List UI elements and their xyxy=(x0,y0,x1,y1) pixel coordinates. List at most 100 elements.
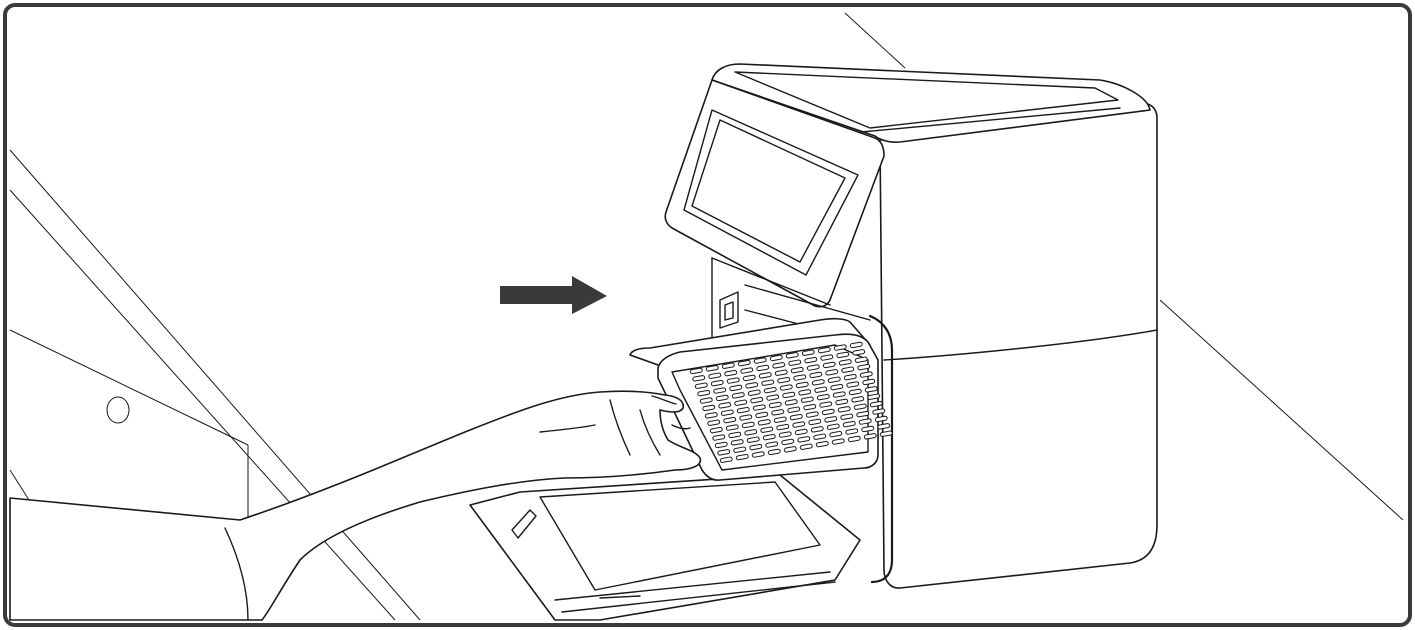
tray-slot xyxy=(762,433,776,441)
tray-slot xyxy=(702,404,716,412)
tray-slot xyxy=(817,346,831,354)
tray-slot xyxy=(848,388,862,396)
tray-slot xyxy=(836,351,850,359)
oven-door xyxy=(469,474,861,621)
tray-slot xyxy=(724,369,738,377)
tray-slot xyxy=(744,429,758,436)
tray-slot xyxy=(705,365,719,372)
tray-slot xyxy=(808,418,822,426)
tray-slot xyxy=(853,403,867,410)
tray-slot xyxy=(798,389,812,396)
tray-slot xyxy=(736,406,750,414)
tray-slot xyxy=(765,441,779,448)
tray-slot xyxy=(771,409,785,416)
tray-slot xyxy=(745,382,759,389)
tray-slot xyxy=(842,420,856,428)
tray-slot xyxy=(810,426,824,433)
tray-slot xyxy=(710,379,724,387)
tray-slot xyxy=(712,434,726,441)
tray-slot xyxy=(737,359,751,367)
tray-slot xyxy=(734,399,748,406)
tray-slot xyxy=(731,392,745,399)
tray-slot xyxy=(758,372,772,379)
tray-slot xyxy=(805,411,819,418)
tray-slot xyxy=(793,374,807,381)
tray-slot xyxy=(783,446,797,453)
tray-slot xyxy=(799,443,813,450)
tray-slot xyxy=(766,394,780,401)
tray-slot xyxy=(739,414,753,421)
tray-slot xyxy=(811,379,825,386)
tray-slot xyxy=(760,426,774,433)
tray-slot xyxy=(806,364,820,371)
tray-slot xyxy=(707,419,721,426)
tray-slot xyxy=(832,391,846,398)
tray-slot xyxy=(774,369,788,376)
tray-slot xyxy=(697,389,711,397)
tray-slot xyxy=(821,408,835,416)
tray-slot xyxy=(767,448,781,456)
tray-slot xyxy=(785,352,799,359)
tray-slot xyxy=(741,421,755,429)
tray-slot xyxy=(715,394,729,402)
tray-slot xyxy=(838,359,852,366)
tray-slot xyxy=(776,423,790,431)
tray-slot xyxy=(750,396,764,404)
tray-slot xyxy=(809,371,823,379)
tray-slot xyxy=(819,401,833,408)
tray-slot xyxy=(729,384,743,392)
air-fryer-oven-icon xyxy=(664,63,1158,589)
tray-slot xyxy=(704,412,718,419)
tray-slot xyxy=(872,408,886,415)
tray-slot xyxy=(756,364,770,372)
tray-slot xyxy=(864,386,878,393)
tray-slot xyxy=(733,446,747,453)
tray-slot xyxy=(735,453,749,461)
tray-slot xyxy=(859,371,873,378)
tray-slot xyxy=(719,456,733,463)
tray-slot xyxy=(845,428,859,435)
tray-slot xyxy=(795,381,809,389)
tray-slot xyxy=(751,451,765,458)
tray-slot xyxy=(790,366,804,374)
tray-slot xyxy=(720,409,734,416)
tray-slot xyxy=(713,387,727,394)
tray-slot xyxy=(856,410,870,418)
tray-slot xyxy=(781,438,795,446)
illustration-frame xyxy=(3,3,1412,627)
tray-slot xyxy=(728,431,742,439)
tray-slot xyxy=(851,396,865,403)
tray-slot xyxy=(789,413,803,421)
tray-slot xyxy=(879,430,893,437)
tray-slot xyxy=(772,362,786,369)
tray-slot xyxy=(717,449,731,456)
tray-slot xyxy=(782,391,796,399)
tray-slot xyxy=(740,367,754,374)
tray-slot xyxy=(861,425,875,433)
tray-slot xyxy=(714,441,728,449)
tray-slot xyxy=(841,366,855,373)
tray-slot xyxy=(746,436,760,443)
tray-slot xyxy=(694,382,708,389)
tray-slot xyxy=(858,418,872,425)
tray-slot xyxy=(797,436,811,443)
tray-slot xyxy=(863,433,877,440)
tray-slot xyxy=(747,389,761,396)
tray-slot xyxy=(784,399,798,406)
tray-slot xyxy=(814,386,828,393)
tray-slot xyxy=(755,411,769,419)
tray-slot xyxy=(831,438,845,445)
tray-slot xyxy=(708,372,722,379)
tray-slot xyxy=(849,341,863,349)
tray-slot xyxy=(718,402,732,409)
tray-slot xyxy=(779,384,793,391)
tray-slot xyxy=(822,361,836,369)
tray-slot xyxy=(826,423,840,430)
right-arrow-icon xyxy=(500,276,607,314)
tray-slot xyxy=(854,356,868,363)
tray-slot xyxy=(794,428,808,436)
tray-slot xyxy=(773,416,787,423)
tray-slot xyxy=(846,381,860,388)
tray-slot xyxy=(761,379,775,386)
tray-slot xyxy=(837,406,851,413)
